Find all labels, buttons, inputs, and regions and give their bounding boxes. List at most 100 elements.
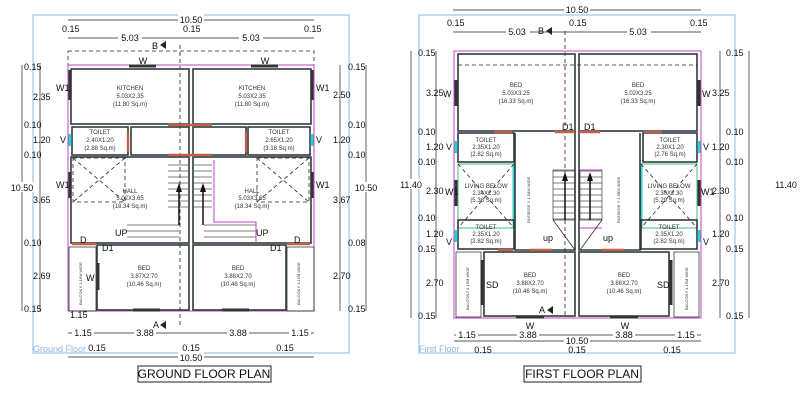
stair-arrow-icon (176, 183, 182, 192)
left-total-dim: 11.40 (400, 180, 422, 190)
wall-dim: 0.15 (690, 18, 708, 28)
svg-text:(2.82 Sq.m): (2.82 Sq.m) (470, 239, 501, 245)
svg-text:BED: BED (524, 273, 537, 279)
svg-text:1.15: 1.15 (458, 330, 476, 340)
svg-text:TOILET: TOILET (660, 138, 681, 144)
svg-text:0.15: 0.15 (726, 48, 744, 58)
svg-text:5.02X3.65: 5.02X3.65 (116, 196, 144, 202)
window1-label: W1 (56, 83, 70, 93)
window1-label: W1 (316, 180, 330, 190)
svg-text:LIVING BELOW: LIVING BELOW (647, 184, 690, 190)
window1-label: W1 (445, 187, 459, 197)
right-total-dim: 11.40 (775, 180, 797, 190)
svg-text:(11.80 Sq.m): (11.80 Sq.m) (113, 102, 147, 108)
svg-text:3.87X2.70: 3.87X2.70 (130, 274, 158, 280)
svg-text:0.10: 0.10 (418, 127, 436, 137)
svg-text:0.15: 0.15 (24, 304, 42, 314)
svg-text:0.10: 0.10 (24, 150, 42, 160)
svg-text:0.15: 0.15 (726, 311, 744, 321)
staircase-left (552, 169, 576, 221)
svg-text:2.35X1.20: 2.35X1.20 (655, 232, 683, 238)
svg-text:0.15: 0.15 (568, 345, 586, 355)
svg-text:(18.34 Sq.m): (18.34 Sq.m) (113, 204, 148, 210)
balcony-label: BALCONY 1.15M WIDE (296, 262, 301, 305)
room-bed-top-right (578, 53, 698, 132)
svg-text:2.65X1.20: 2.65X1.20 (265, 138, 293, 144)
svg-text:1.20: 1.20 (33, 135, 51, 145)
svg-text:LIVING BELOW: LIVING BELOW (464, 184, 507, 190)
svg-text:0.15: 0.15 (88, 343, 106, 353)
door1-label: D1 (102, 243, 114, 253)
stair-up-label: UP (256, 228, 269, 238)
svg-text:BED: BED (618, 273, 631, 279)
svg-text:BED: BED (510, 83, 523, 89)
svg-text:0.15: 0.15 (418, 48, 436, 58)
bottom-dims: 1.15 3.88 3.88 1.15 0.15 0.15 0.15 (456, 330, 697, 355)
room-bed-top-left (457, 53, 576, 132)
ground-floor-plan: Ground Floor 10.50 0.15 0.15 0.15 5.03 5… (10, 14, 378, 383)
svg-text:3.65: 3.65 (33, 195, 51, 205)
svg-text:2.35X1.20: 2.35X1.20 (472, 145, 500, 151)
svg-text:0.10: 0.10 (726, 127, 744, 137)
first-floor-title-box (523, 365, 642, 383)
balcony-left (68, 246, 97, 312)
svg-text:(10.46 Sq.m): (10.46 Sq.m) (127, 282, 162, 288)
overall-width-dim: 10.50 (566, 5, 589, 15)
right-total-dim: 10.50 (355, 183, 378, 193)
stair-arrow-icon (562, 172, 568, 181)
svg-text:0.10: 0.10 (348, 150, 366, 160)
svg-text:2.30: 2.30 (426, 186, 444, 196)
svg-text:2.70: 2.70 (333, 271, 351, 281)
svg-text:2.70: 2.70 (712, 278, 730, 288)
window1-label: W1 (56, 180, 70, 190)
svg-text:0.15: 0.15 (348, 304, 366, 314)
svg-text:1.15: 1.15 (74, 328, 92, 338)
left-dims: 0.15 3.25 0.10 1.20 0.10 2.30 0.10 1.20 … (418, 48, 444, 321)
wall-dim: 0.15 (183, 24, 201, 34)
window-label: W (621, 321, 630, 331)
svg-text:3.88X2.70: 3.88X2.70 (224, 274, 252, 280)
svg-text:HALL: HALL (244, 189, 260, 195)
svg-text:5.03X2.35: 5.03X2.35 (238, 94, 266, 100)
unit-width-dim: 5.03 (508, 27, 526, 37)
room-toilet-lower-right (640, 219, 698, 250)
svg-text:0.10: 0.10 (348, 120, 366, 130)
ground-floor-title-box (137, 365, 272, 383)
svg-text:5.03X3.65: 5.03X3.65 (238, 196, 266, 202)
svg-text:(10.46 Sq.m): (10.46 Sq.m) (607, 289, 642, 295)
balcony-label: BALCONY 1.15M WIDE (684, 267, 689, 310)
svg-text:0.10: 0.10 (726, 157, 744, 167)
svg-text:0.10: 0.10 (24, 120, 42, 130)
svg-text:0.10: 0.10 (726, 213, 744, 223)
svg-text:5.03X3.25: 5.03X3.25 (502, 91, 530, 97)
unit-width-dim: 5.03 (121, 33, 139, 43)
right-dims: 0.15 2.50 0.10 1.20 0.10 3.67 0.08 2.70 … (333, 62, 366, 314)
vent-label: V (703, 237, 709, 247)
first-floor-plan: First Floor 10.50 0.15 0.15 0.15 5.03 5.… (399, 4, 798, 383)
svg-text:1.20: 1.20 (712, 142, 730, 152)
wall-dim: 0.15 (569, 18, 587, 28)
vent-label: V (446, 237, 452, 247)
svg-text:1.20: 1.20 (426, 142, 444, 152)
passage-label: PASSEGE Y 1.58M WIDE (526, 177, 531, 224)
window-label: W (86, 273, 95, 283)
room-toilet-upper-left (457, 132, 515, 163)
svg-text:2.50: 2.50 (333, 90, 351, 100)
svg-text:(2.88 Sq.m): (2.88 Sq.m) (84, 146, 115, 152)
svg-text:TOILET: TOILET (476, 138, 497, 144)
svg-text:0.08: 0.08 (348, 238, 366, 248)
right-dims: 0.15 3.25 0.10 1.20 0.10 2.30 0.10 1.20 … (712, 48, 744, 321)
ground-floor-frame-label: Ground Floor (33, 344, 86, 354)
balcony-label: BALCONY 1.15M WIDE (465, 267, 470, 310)
svg-text:(10.46 Sq.m): (10.46 Sq.m) (513, 289, 548, 295)
window-label: W (139, 56, 148, 66)
bottom-dims: 1.15 3.88 3.88 1.15 0.15 0.15 0.15 (72, 328, 311, 353)
svg-text:1.15: 1.15 (677, 330, 695, 340)
svg-text:3.88: 3.88 (229, 328, 247, 338)
svg-text:1.20: 1.20 (333, 135, 351, 145)
